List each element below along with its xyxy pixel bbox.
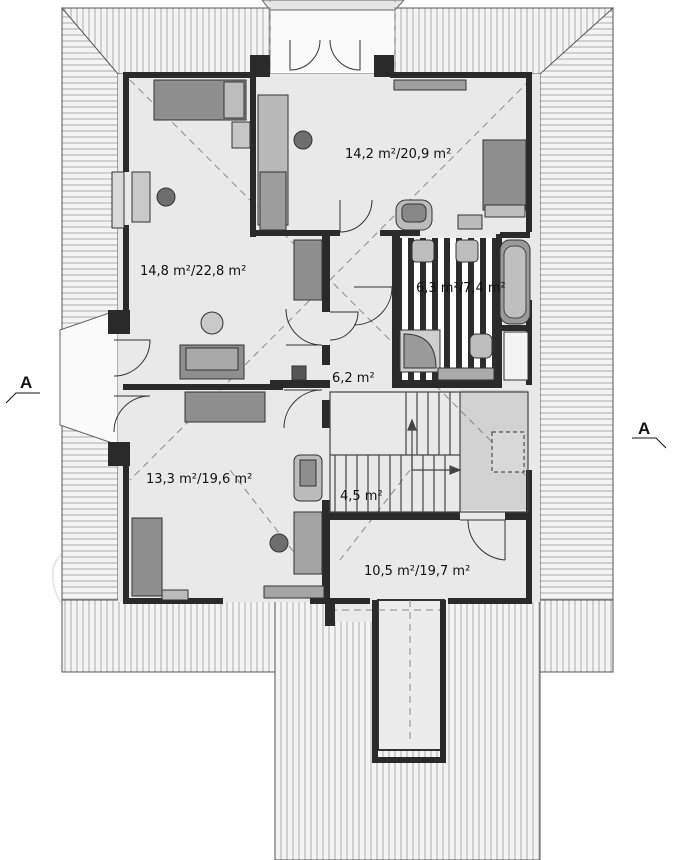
room-label-bathroom: 6,3 m²/7,4 m² — [416, 281, 506, 296]
bathroom-floor — [399, 238, 531, 381]
room-label-room-bottom-right: 10,5 m²/19,7 m² — [364, 564, 470, 579]
room-labels: 14,2 m²/20,9 m² 14,8 m²/22,8 m² 6,3 m²/7… — [140, 147, 506, 579]
furniture — [111, 79, 527, 601]
room-label-stairs: 4,5 m² — [340, 489, 383, 504]
room-label-hall: 6,2 m² — [332, 371, 375, 386]
section-label-left: A — [20, 373, 32, 392]
room-label-bedroom-left: 14,8 m²/22,8 m² — [140, 264, 246, 279]
doors — [113, 39, 506, 561]
walls — [108, 55, 532, 763]
interior-lines — [329, 391, 529, 513]
room-label-bedroom-bottom-left: 13,3 m²/19,6 m² — [146, 472, 252, 487]
room-label-bedroom-top-right: 14,2 m²/20,9 m² — [345, 147, 451, 162]
section-label-right: A — [638, 419, 650, 438]
roof — [59, 0, 615, 860]
section-marker-right: A — [632, 419, 667, 449]
section-marker-left: A — [5, 373, 40, 404]
